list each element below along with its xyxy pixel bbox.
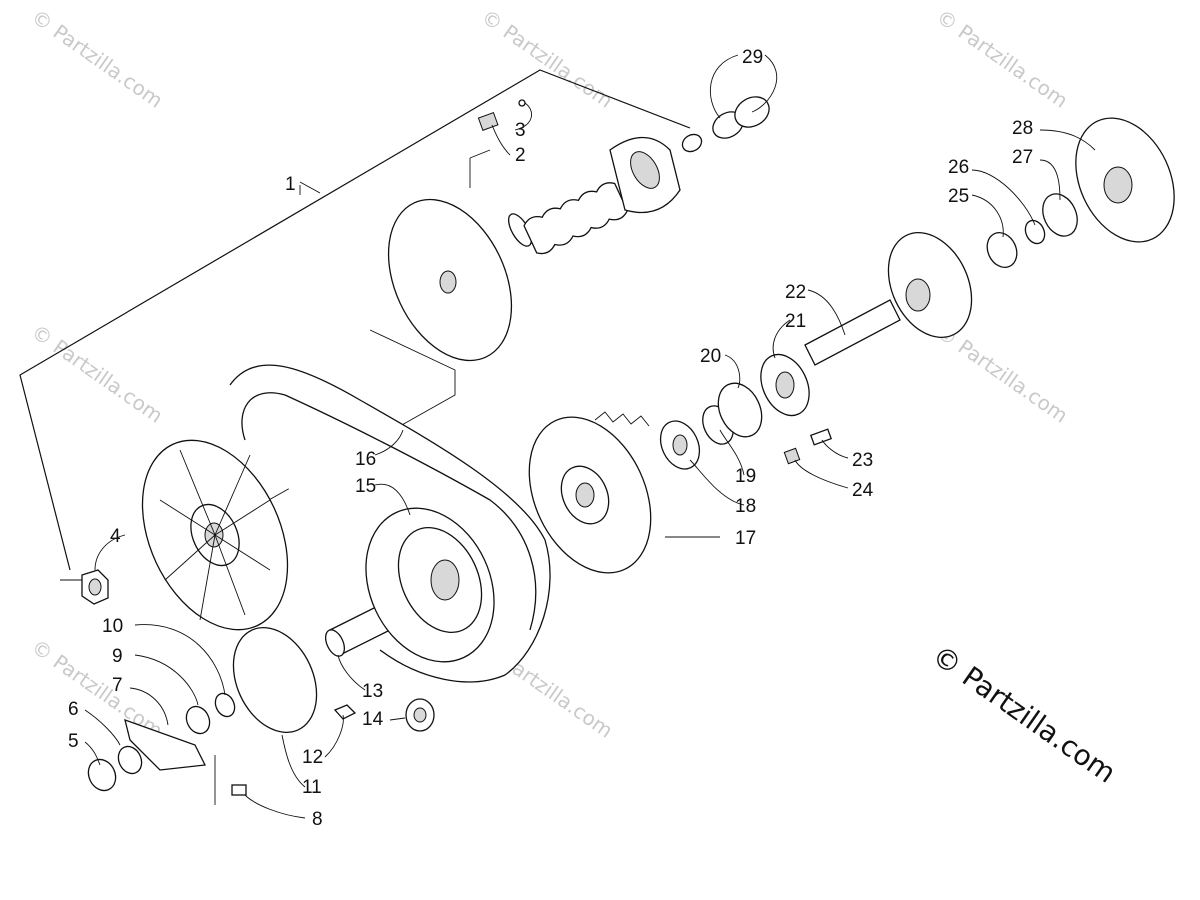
callout-5: 5 bbox=[68, 731, 79, 752]
callout-18: 18 bbox=[735, 496, 756, 517]
part-upper-sheave bbox=[387, 137, 681, 362]
part-25-28-stack bbox=[986, 117, 1175, 269]
callout-8: 8 bbox=[312, 809, 323, 830]
callout-19: 19 bbox=[735, 466, 756, 487]
callout-15: 15 bbox=[355, 476, 376, 497]
callout-3: 3 bbox=[515, 120, 526, 141]
callout-7: 7 bbox=[112, 675, 123, 696]
callout-17: 17 bbox=[735, 528, 756, 549]
part-17-secondary-sheave bbox=[528, 411, 652, 574]
part-15-driven-clutch bbox=[324, 507, 495, 663]
watermark-main: © Partzilla.com bbox=[926, 639, 1122, 790]
watermark-tile: © Partzilla.com bbox=[27, 4, 167, 112]
watermark-tile: © Partzilla.com bbox=[932, 319, 1072, 427]
part-primary-sheave bbox=[60, 439, 289, 631]
callout-12: 12 bbox=[302, 747, 323, 768]
callout-28: 28 bbox=[1012, 118, 1033, 139]
watermark-tile: © Partzilla.com bbox=[27, 319, 167, 427]
part-29-rings bbox=[681, 96, 770, 153]
callout-26: 26 bbox=[948, 157, 969, 178]
callout-4: 4 bbox=[110, 526, 121, 547]
callout-9: 9 bbox=[112, 646, 123, 667]
part-2-3-clip bbox=[477, 99, 526, 131]
callout-29: 29 bbox=[742, 47, 763, 68]
callout-25: 25 bbox=[948, 186, 969, 207]
part-23-24-bolt bbox=[783, 428, 833, 465]
callout-23: 23 bbox=[852, 450, 873, 471]
part-4-nut bbox=[81, 569, 109, 605]
callout-27: 27 bbox=[1012, 147, 1033, 168]
watermark-tile: © Partzilla.com bbox=[932, 4, 1072, 112]
callout-14: 14 bbox=[362, 709, 384, 730]
watermark-tiles: © Partzilla.com © Partzilla.com © Partzi… bbox=[27, 4, 1072, 742]
callout-20: 20 bbox=[700, 346, 721, 367]
leader-lines bbox=[84, 54, 1096, 819]
callout-10: 10 bbox=[102, 616, 123, 637]
part-lower-hardware bbox=[87, 626, 435, 796]
callout-16: 16 bbox=[355, 449, 376, 470]
callout-6: 6 bbox=[68, 699, 79, 720]
callout-22: 22 bbox=[785, 282, 806, 303]
callouts: 1 2 3 4 5 6 7 8 9 10 11 12 13 14 15 16 1… bbox=[68, 47, 1033, 830]
watermark-tile: © Partzilla.com bbox=[27, 634, 167, 742]
callout-24: 24 bbox=[852, 480, 874, 501]
part-21-22-shaft bbox=[760, 231, 973, 417]
callout-2: 2 bbox=[515, 145, 526, 166]
callout-1: 1 bbox=[285, 174, 296, 195]
callout-11: 11 bbox=[302, 777, 322, 798]
watermark-tile: © Partzilla.com bbox=[477, 4, 617, 112]
callout-13: 13 bbox=[362, 681, 383, 702]
callout-21: 21 bbox=[785, 311, 806, 332]
part-18-20-bushings bbox=[659, 382, 763, 470]
